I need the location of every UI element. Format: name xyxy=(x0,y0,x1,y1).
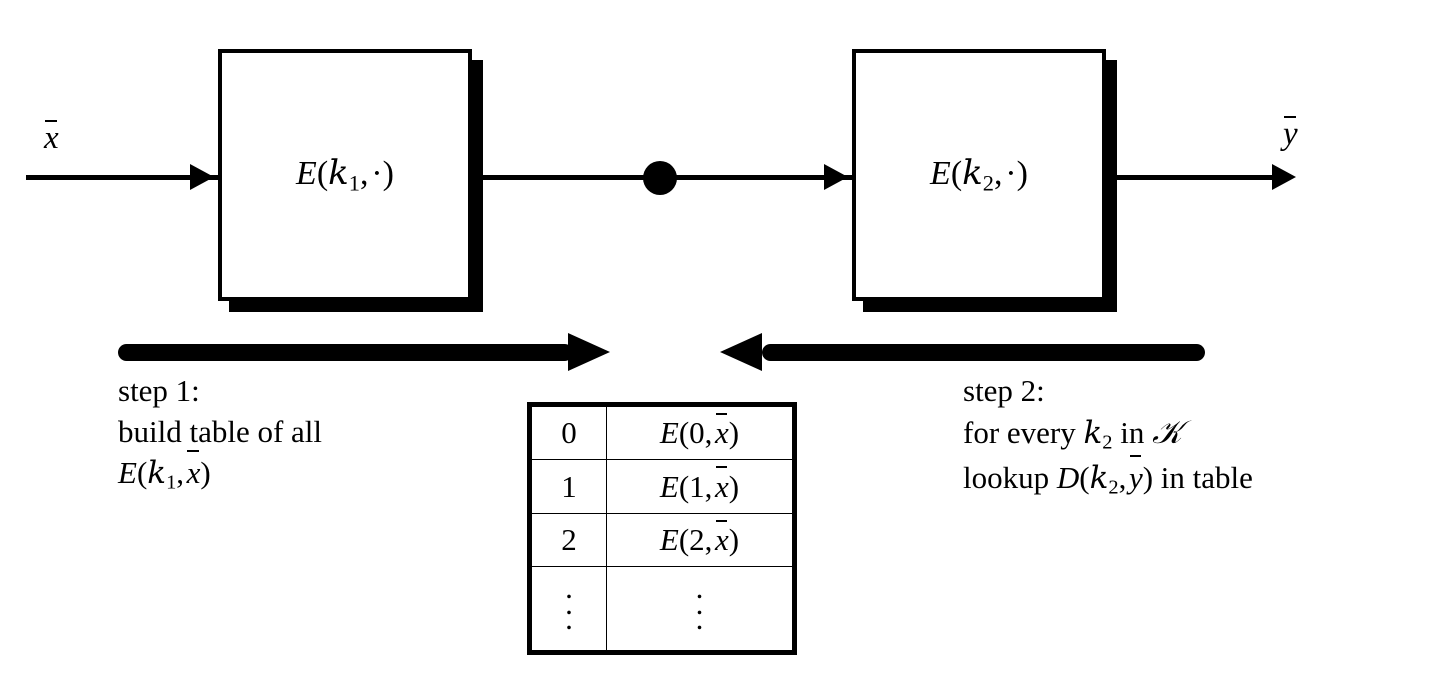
output-signal-arrowhead xyxy=(1272,164,1296,190)
step-2-arrow-shaft xyxy=(762,344,1205,361)
step-1-line-2: build table of all xyxy=(118,414,323,450)
step-2-line-3: lookup D(k2, y) in table xyxy=(963,454,1253,502)
table-cell-value: E(0, x) xyxy=(606,405,793,461)
step-2-line-3-prefix: lookup xyxy=(963,460,1057,496)
output-signal-line xyxy=(1106,175,1278,180)
first-encryption-block[interactable]: E(k1, ·) xyxy=(218,49,472,301)
table-row[interactable]: 0 E(0, x) xyxy=(531,405,793,461)
input-signal-symbol: x xyxy=(44,119,59,156)
input-signal-label: x xyxy=(44,119,59,156)
intermediate-signal-arrowhead xyxy=(824,164,848,190)
intermediate-value-dot-icon xyxy=(643,161,677,195)
step-2-line-1: step 2: xyxy=(963,373,1045,408)
precomputed-encryption-table[interactable]: 0 E(0, x) 1 E(1, x) 2 E(2, x) xyxy=(527,402,797,655)
vertical-dots-icon: ... xyxy=(695,570,704,637)
step-2-caption: step 2: for every k2 in 𝒦 lookup D(k2, y… xyxy=(963,370,1253,502)
table-row[interactable]: 1 E(1, x) xyxy=(531,459,793,514)
input-signal-arrowhead xyxy=(190,164,214,190)
step-1-arrowhead xyxy=(568,333,610,371)
table-cell-key-ellipsis: ... xyxy=(531,566,607,651)
first-encryption-label: E(k1, ·) xyxy=(296,152,394,195)
table-row[interactable]: 2 E(2, x) xyxy=(531,512,793,568)
step-1-arrow-shaft xyxy=(118,344,573,361)
vertical-dots-icon: ... xyxy=(565,570,573,637)
table-cell-value-ellipsis: ... xyxy=(606,566,793,651)
table-row-ellipsis: ... ... xyxy=(531,566,793,651)
table-cell-value: E(2, x) xyxy=(606,512,793,568)
table-cell-key: 0 xyxy=(531,405,607,461)
table-cell-value: E(1, x) xyxy=(606,459,793,514)
output-signal-symbol: y xyxy=(1283,115,1298,152)
input-signal-line xyxy=(26,175,222,180)
second-encryption-label: E(k2, ·) xyxy=(930,152,1028,195)
output-signal-label: y xyxy=(1283,115,1298,152)
step-1-line-1: step 1: xyxy=(118,373,200,408)
step-2-line-2: for every k2 in 𝒦 xyxy=(963,413,1183,454)
table-cell-key: 2 xyxy=(531,512,607,568)
second-encryption-block[interactable]: E(k2, ·) xyxy=(852,49,1106,301)
step-1-line-3: E(k1, x) xyxy=(118,450,322,497)
step-1-caption: step 1: build table of all E(k1, x) xyxy=(118,370,322,497)
step-2-line-2-prefix: for every xyxy=(963,415,1084,451)
step-2-arrowhead xyxy=(720,333,762,371)
table-cell-key: 1 xyxy=(531,459,607,514)
